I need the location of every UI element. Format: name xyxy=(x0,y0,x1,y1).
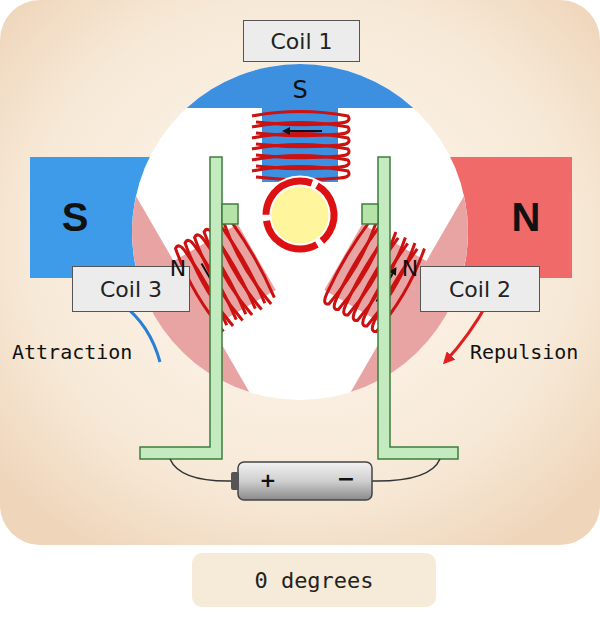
coil-label-box: Coil 2 xyxy=(420,266,540,312)
magnet-pole: S xyxy=(30,157,150,278)
pole-letter: S xyxy=(292,76,307,104)
pole-shoe xyxy=(187,64,414,108)
current-arrow xyxy=(284,130,322,132)
coil-label-box: Coil 1 xyxy=(243,20,360,62)
battery-polarity: − xyxy=(337,466,355,491)
battery xyxy=(238,462,372,500)
coil xyxy=(252,112,349,180)
node-text: Coil 3 xyxy=(100,277,162,302)
force-label: Attraction xyxy=(12,340,132,364)
battery-terminal xyxy=(231,472,239,490)
magnet-pole: N xyxy=(450,157,572,278)
coil xyxy=(321,217,429,335)
wire xyxy=(372,459,440,481)
pole-letter: N xyxy=(402,256,418,281)
node-text: 0 degrees xyxy=(254,568,373,593)
pole-letter: N xyxy=(170,256,186,281)
angle-caption-box: 0 degrees xyxy=(192,553,436,607)
node-text: S xyxy=(62,195,89,240)
node-text: Coil 2 xyxy=(449,277,511,302)
force-label: Repulsion xyxy=(470,340,578,364)
node-text: Coil 1 xyxy=(270,29,332,54)
battery-polarity: + xyxy=(260,468,277,492)
node-text: N xyxy=(512,195,541,240)
background-panel xyxy=(0,0,600,545)
commutator xyxy=(254,169,347,262)
pole-pieces xyxy=(98,64,502,414)
right-brush xyxy=(362,204,378,224)
left-brush xyxy=(222,204,238,224)
wire xyxy=(170,459,232,481)
